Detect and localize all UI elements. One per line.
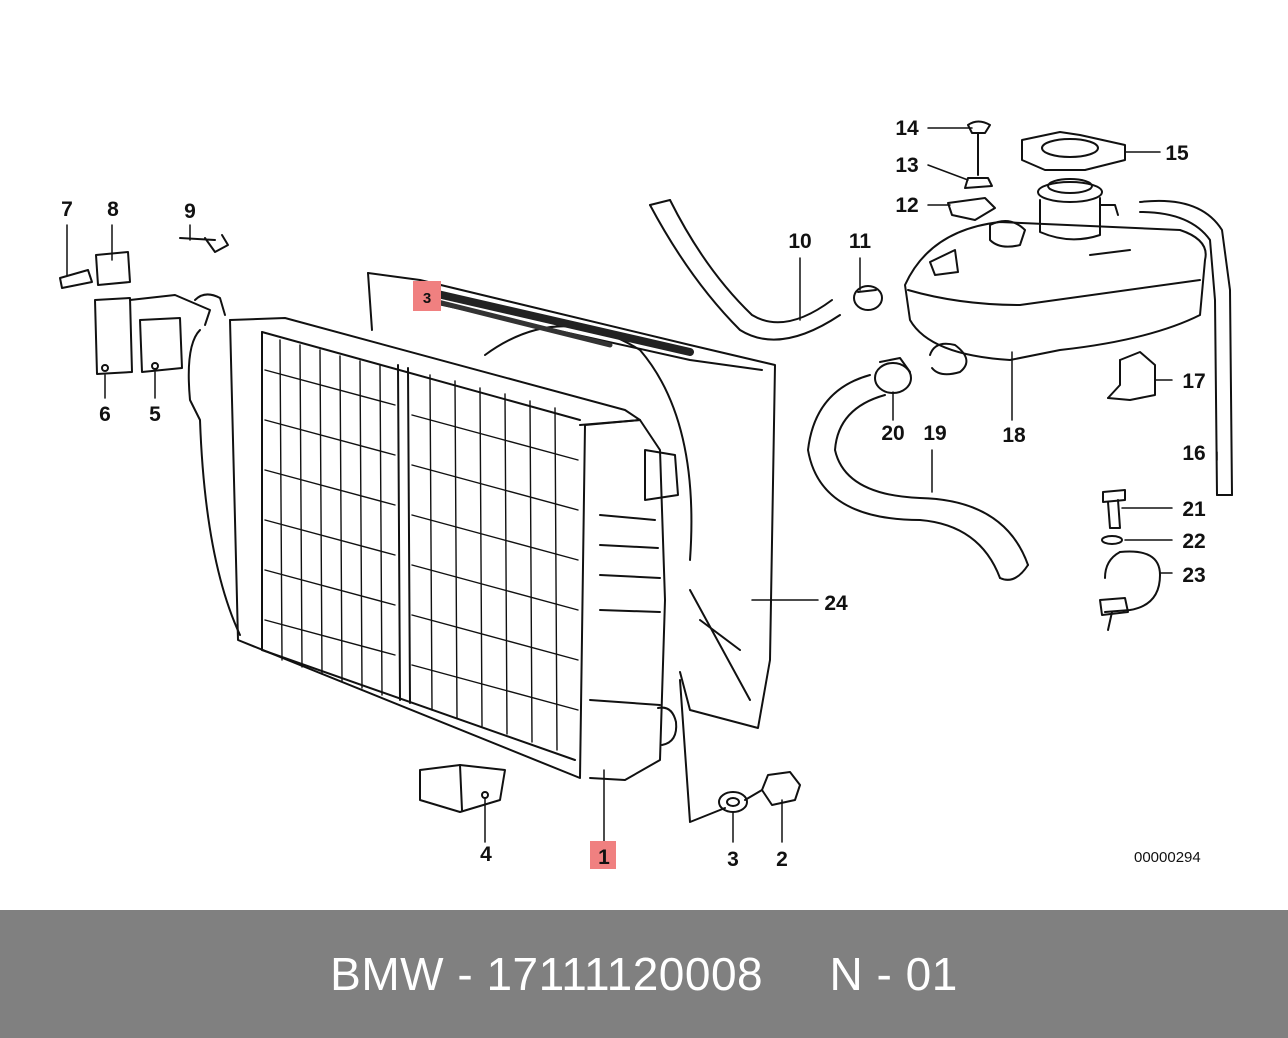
radiator-illustration bbox=[187, 317, 679, 781]
radiator-core-fins bbox=[264, 339, 579, 751]
leader-lines bbox=[66, 127, 1218, 843]
part-number-banner: BMW - 17111120008 N - 01 bbox=[0, 910, 1288, 1038]
mounting-hardware-illustration bbox=[59, 234, 229, 375]
part-label-9[interactable]: 9 bbox=[184, 200, 196, 223]
bottom-bracket-illustration bbox=[419, 764, 506, 813]
part-label-4[interactable]: 4 bbox=[480, 843, 492, 866]
part-label-11[interactable]: 11 bbox=[849, 230, 872, 253]
part-label-3-secondary[interactable]: 3 bbox=[423, 290, 431, 307]
radiator-exploded-view: 1 2 3 3 4 5 6 7 8 9 10 11 12 13 14 15 16… bbox=[59, 117, 1233, 871]
bolt-clip-illustration bbox=[1099, 489, 1161, 631]
highlight-box-part-3 bbox=[413, 281, 441, 311]
overflow-hose-illustration bbox=[1139, 199, 1233, 496]
part-label-18[interactable]: 18 bbox=[1002, 424, 1026, 447]
part-label-8[interactable]: 8 bbox=[107, 198, 119, 221]
upper-hose-illustration bbox=[649, 199, 841, 341]
part-label-7[interactable]: 7 bbox=[61, 198, 73, 221]
part-label-22[interactable]: 22 bbox=[1182, 530, 1205, 553]
part-label-17[interactable]: 17 bbox=[1182, 370, 1205, 393]
part-label-12[interactable]: 12 bbox=[895, 194, 918, 217]
diagram-id: 00000294 bbox=[1134, 849, 1201, 866]
part-label-21[interactable]: 21 bbox=[1182, 498, 1206, 521]
hose-clamp-20-illustration bbox=[874, 357, 912, 394]
part-label-3[interactable]: 3 bbox=[727, 848, 739, 871]
part-label-2[interactable]: 2 bbox=[776, 848, 788, 871]
fan-shroud-illustration bbox=[367, 272, 776, 729]
part-label-20[interactable]: 20 bbox=[881, 422, 904, 445]
part-label-13[interactable]: 13 bbox=[895, 154, 918, 177]
hose-clamp-11-illustration bbox=[853, 285, 883, 311]
part-label-15[interactable]: 15 bbox=[1165, 142, 1189, 165]
part-label-5[interactable]: 5 bbox=[149, 403, 161, 426]
fastener-set-illustration bbox=[947, 120, 996, 221]
part-label-10[interactable]: 10 bbox=[788, 230, 811, 253]
part-label-16[interactable]: 16 bbox=[1182, 442, 1205, 465]
part-label-6[interactable]: 6 bbox=[99, 403, 111, 426]
part-label-23[interactable]: 23 bbox=[1182, 564, 1205, 587]
expansion-tank-illustration bbox=[904, 178, 1207, 376]
tank-cap-illustration bbox=[1021, 131, 1126, 171]
part-label-1[interactable]: 1 bbox=[598, 846, 610, 869]
part-label-14[interactable]: 14 bbox=[895, 117, 919, 140]
lower-hose-illustration bbox=[807, 374, 1029, 581]
tank-bracket-illustration bbox=[1107, 351, 1156, 401]
part-number-text: BMW - 17111120008 N - 01 bbox=[330, 948, 958, 1000]
part-label-19[interactable]: 19 bbox=[923, 422, 946, 445]
seal-strip-illustration bbox=[416, 286, 694, 356]
parts-diagram: 1 2 3 3 4 5 6 7 8 9 10 11 12 13 14 15 16… bbox=[59, 117, 1233, 871]
highlight-box-part-1 bbox=[590, 841, 616, 869]
part-label-24[interactable]: 24 bbox=[824, 592, 848, 615]
